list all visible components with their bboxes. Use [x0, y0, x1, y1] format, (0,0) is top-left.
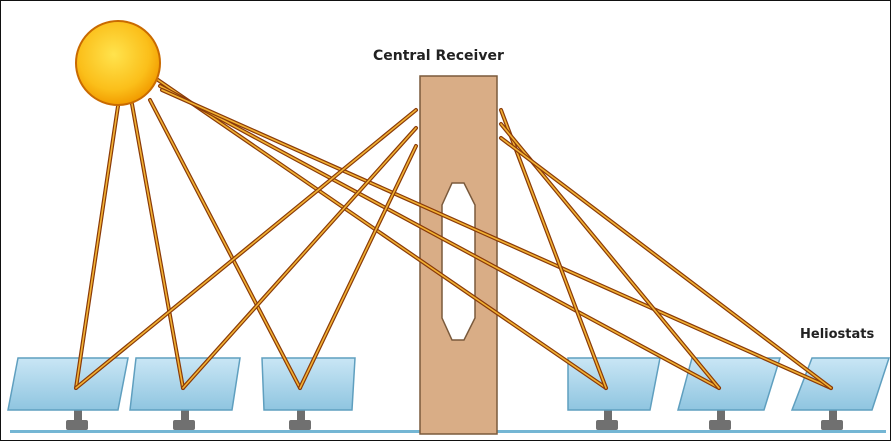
heliostat-support — [173, 408, 195, 430]
light-ray — [298, 144, 418, 390]
light-ray — [158, 84, 721, 390]
light-ray — [74, 104, 120, 390]
heliostat-supports — [66, 408, 843, 430]
receiver-window — [441, 182, 476, 341]
heliostat-support — [821, 408, 843, 430]
heliostat-support — [709, 408, 731, 430]
heliostat-support — [289, 408, 311, 430]
heliostat-mirror — [567, 357, 661, 411]
heliostats-label: Heliostats — [800, 327, 874, 342]
sunlight-rays — [74, 78, 833, 390]
central-receiver-tower — [419, 75, 498, 435]
light-ray — [130, 102, 185, 390]
heliostat-mirror — [7, 357, 129, 411]
heliostat-support — [66, 408, 88, 430]
light-ray — [499, 136, 833, 390]
heliostat-mirror — [790, 357, 891, 411]
central-receiver-label: Central Receiver — [373, 48, 504, 64]
light-ray — [156, 78, 608, 390]
light-ray — [181, 126, 418, 390]
light-ray — [74, 108, 418, 390]
light-ray — [160, 88, 833, 390]
heliostat-support — [596, 408, 618, 430]
heliostat-mirror — [677, 357, 782, 411]
heliostat-mirror — [261, 357, 356, 411]
light-ray — [148, 98, 302, 390]
sun-icon — [75, 20, 161, 106]
light-ray — [499, 108, 608, 390]
